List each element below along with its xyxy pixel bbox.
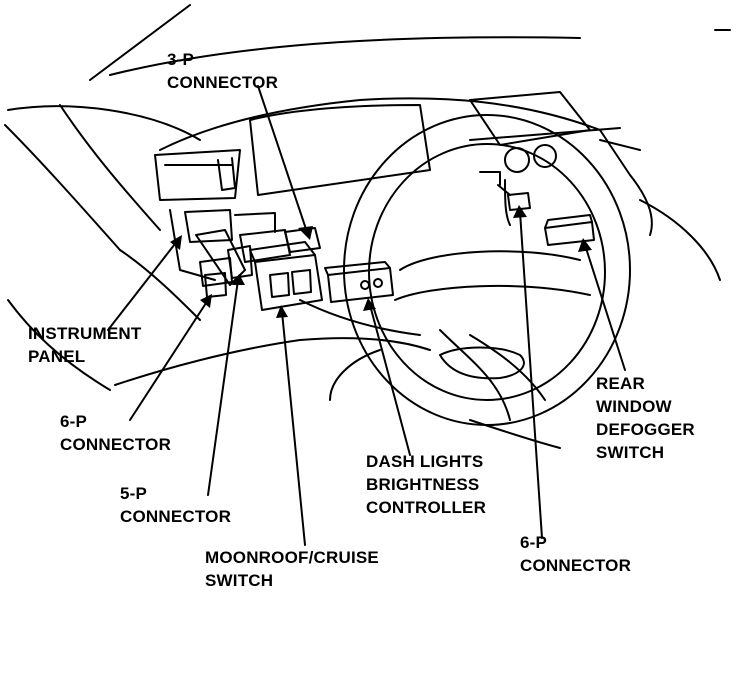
label-rear-window-defogger-switch: REAR WINDOW DEFOGGER SWITCH <box>596 374 695 462</box>
dash-lights-controller-part <box>324 261 394 303</box>
instrument-panel-lower <box>114 209 431 386</box>
dashboard-panel <box>154 91 721 281</box>
steering-wheel <box>329 114 631 449</box>
label-instrument-panel: INSTRUMENT PANEL <box>28 324 142 366</box>
label-six-p-connector-right: 6-P CONNECTOR <box>520 533 632 575</box>
six-p-connector-right-part <box>507 192 531 211</box>
windshield-outline <box>4 4 731 391</box>
label-six-p-connector-left: 6-P CONNECTOR <box>60 412 172 454</box>
label-three-p-connector: 3-P CONNECTOR <box>167 50 279 92</box>
label-five-p-connector: 5-P CONNECTOR <box>120 484 232 526</box>
moonroof-cruise-switch-part <box>249 241 323 311</box>
leader-lines <box>107 85 626 546</box>
label-moonroof-cruise-switch: MOONROOF/CRUISE SWITCH <box>205 548 379 590</box>
label-dash-lights-controller: DASH LIGHTS BRIGHTNESS CONTROLLER <box>366 452 487 517</box>
arrowheads <box>170 205 592 318</box>
rear-defogger-switch-part <box>544 214 595 246</box>
